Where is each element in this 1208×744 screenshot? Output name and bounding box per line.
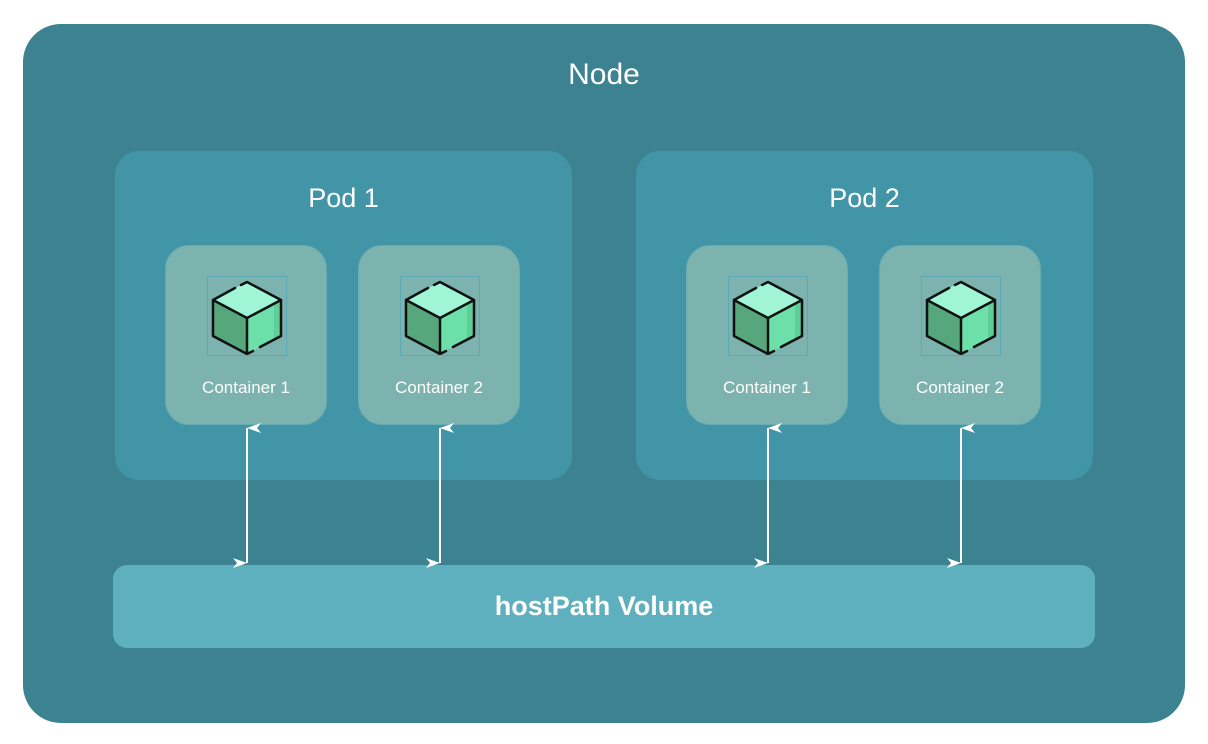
container-label: Container 2 (916, 378, 1004, 397)
container-label: Container 1 (723, 378, 811, 397)
node-title: Node (568, 58, 640, 91)
container-1: Container 1 (165, 245, 327, 425)
container-1: Container 1 (686, 245, 848, 425)
container-label: Container 2 (395, 378, 483, 397)
pod-title: Pod 2 (829, 183, 900, 213)
pod-2: Pod 2 Container 1 Container 2 (636, 151, 1093, 480)
pod-title: Pod 1 (308, 183, 379, 213)
container-2: Container 2 (358, 245, 520, 425)
volume-label: hostPath Volume (494, 591, 714, 621)
container-cube-icon (400, 276, 480, 356)
container-cube-icon (728, 276, 808, 356)
hostpath-volume: hostPath Volume (113, 565, 1095, 648)
pod-1: Pod 1 Container 1 Container 2 (115, 151, 572, 480)
container-cube-icon (207, 276, 287, 356)
container-2: Container 2 (879, 245, 1041, 425)
container-label: Container 1 (202, 378, 290, 397)
container-cube-icon (921, 276, 1001, 356)
